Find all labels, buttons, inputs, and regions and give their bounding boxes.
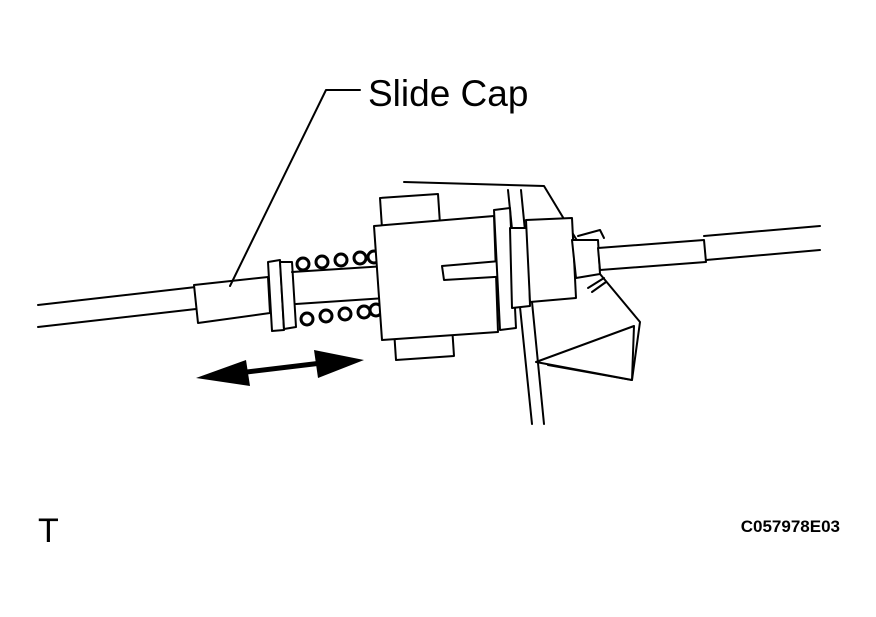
spring-coil: [318, 308, 334, 324]
spring-coil: [314, 254, 330, 270]
corner-mark: T: [38, 512, 59, 550]
double-headed-arrow-icon: [196, 350, 364, 386]
lock-nut: [493, 207, 601, 331]
callout-leader-line: [229, 89, 361, 287]
housing: [373, 193, 513, 361]
figure-code: C057978E03: [741, 517, 840, 536]
spring-coil: [333, 252, 349, 268]
spring-coil: [356, 304, 372, 320]
slide-cap-label: Slide Cap: [368, 73, 528, 114]
spring-coil: [352, 250, 368, 266]
right-cable: [597, 225, 821, 271]
spring-rod: [291, 265, 387, 305]
spring-coil: [295, 256, 311, 272]
spring-coil: [299, 311, 315, 327]
left-cable: [37, 286, 197, 328]
cap-flange: [267, 259, 297, 332]
retaining-clip: [577, 229, 607, 293]
spring: [295, 249, 384, 327]
spring-coil: [337, 306, 353, 322]
